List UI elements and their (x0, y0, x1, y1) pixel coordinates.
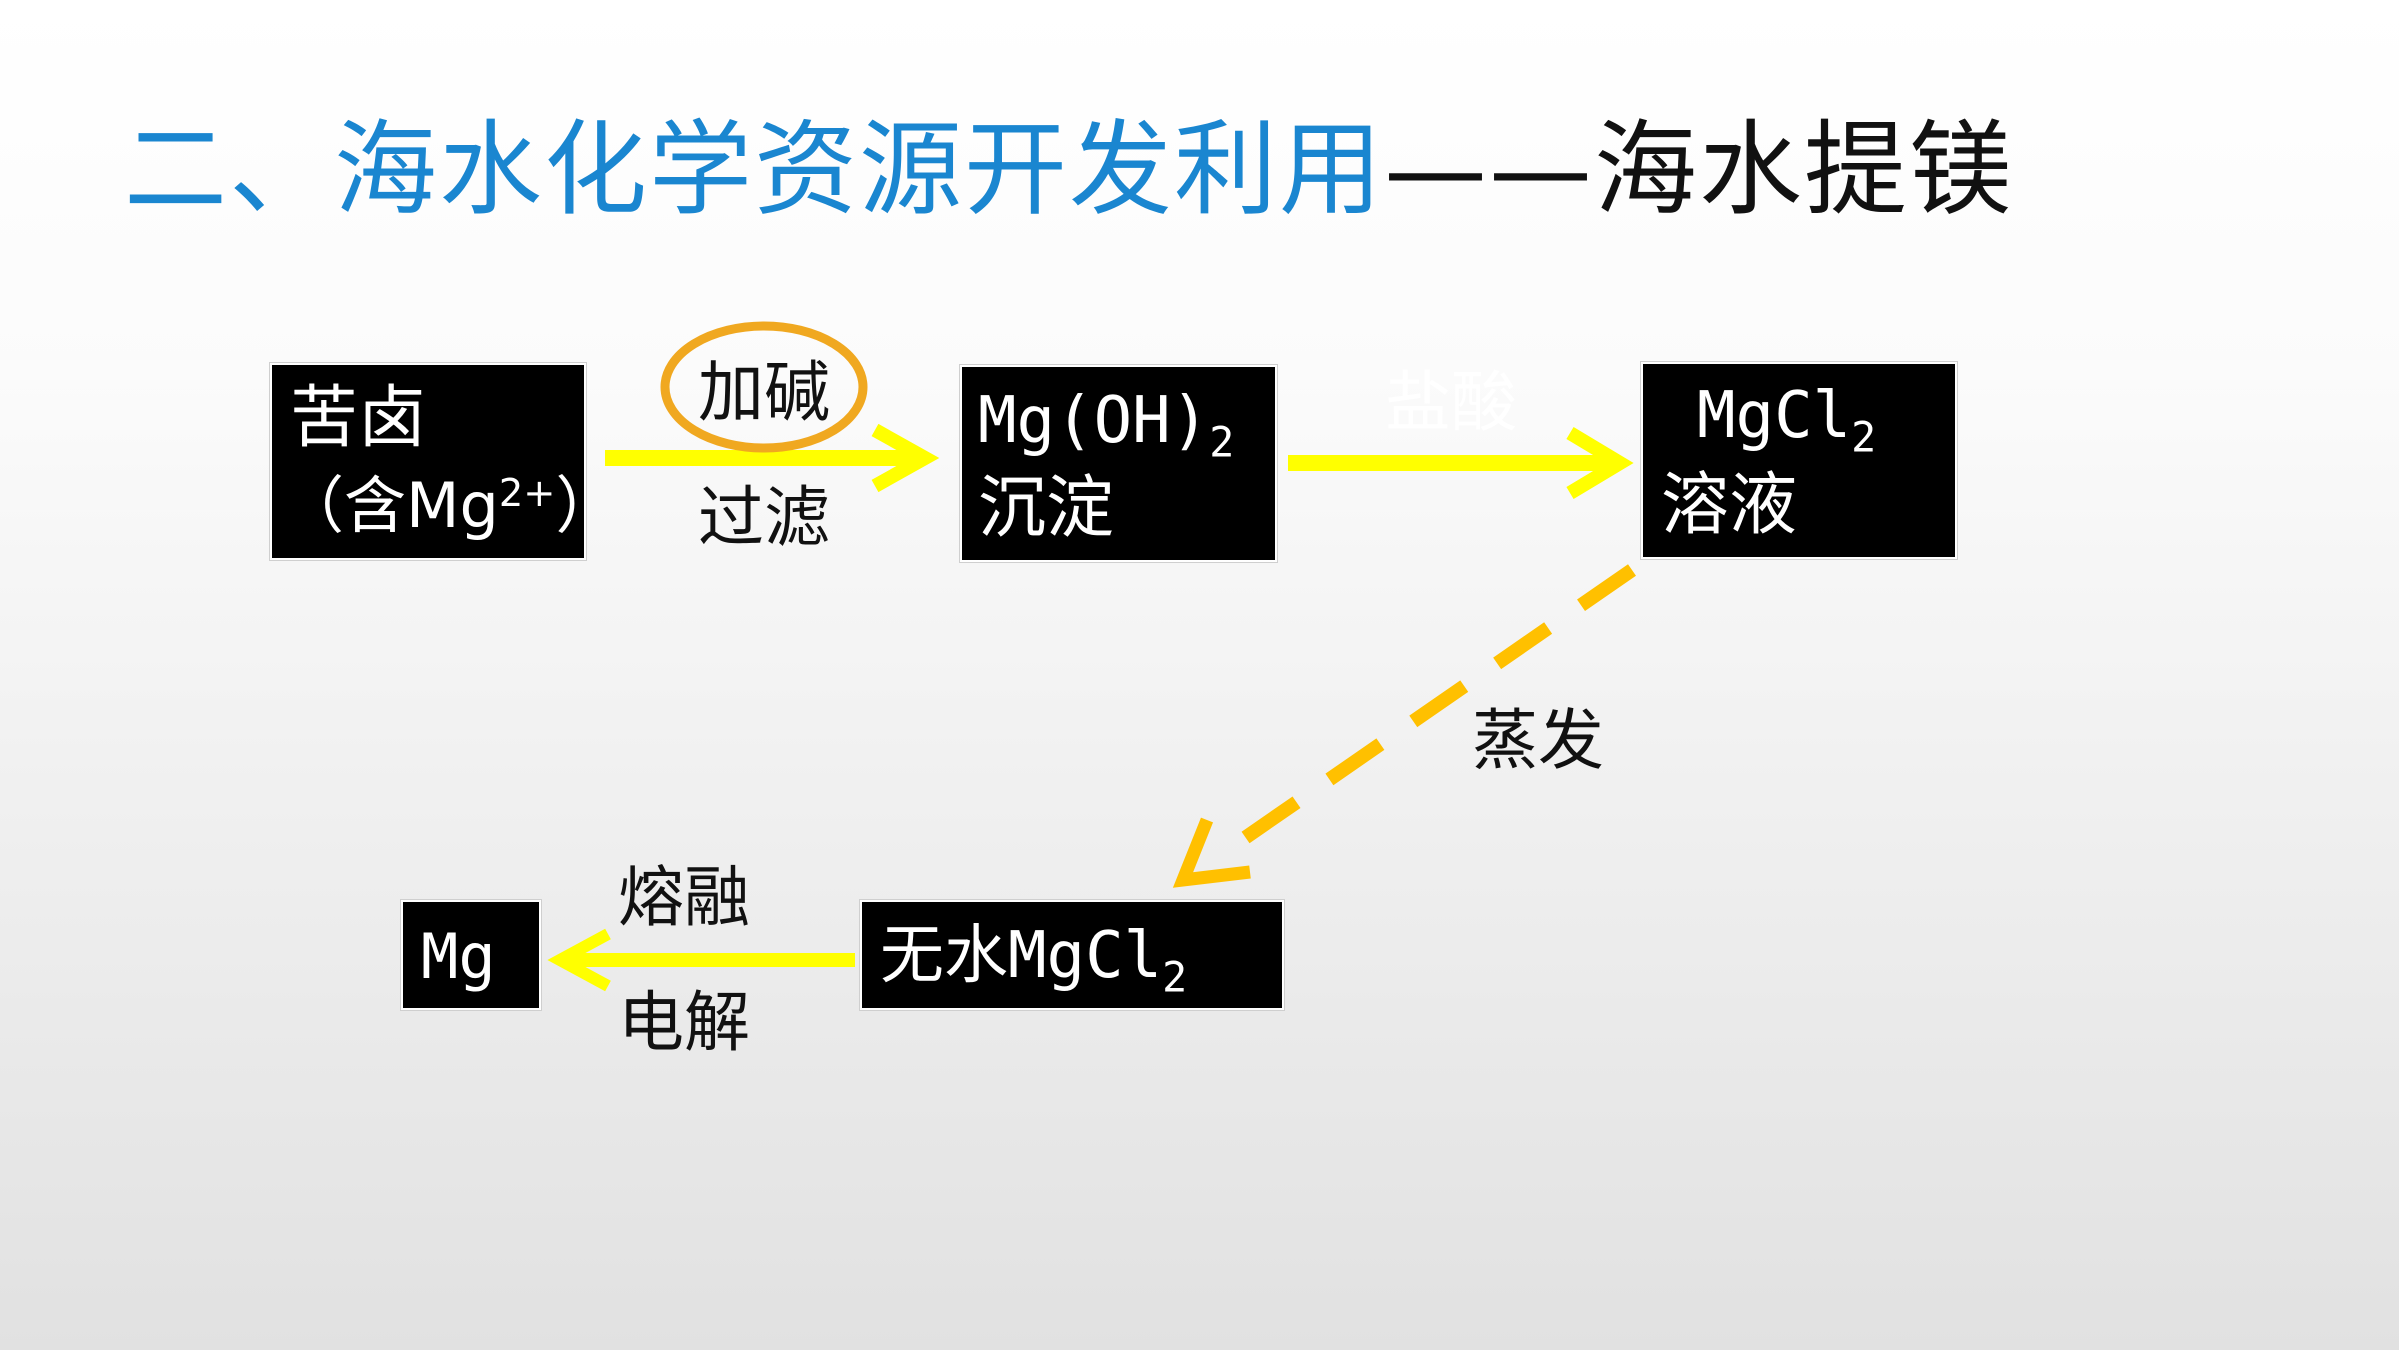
page-title: 二、海水化学资源开发利用——海水提镁 (124, 100, 2014, 240)
chloride-formula-sub: 2 (1851, 412, 1877, 462)
node-chloride-solution: MgCl2 溶液 (1640, 361, 1958, 560)
node-brine-name: 苦卤 (290, 379, 427, 458)
hydroxide-formula-sub: 2 (1209, 417, 1235, 467)
title-main: 二、海水化学资源开发利用 (124, 110, 1384, 230)
arrow-chloride-to-anhydrous (1172, 564, 1636, 888)
node-hydroxide: Mg(OH)2 沉淀 (959, 364, 1278, 563)
label-hydrochloric-acid: 盐酸 (1385, 364, 1517, 441)
node-brine-note: （含Mg2+） (282, 474, 618, 537)
arrow-brine-to-hydroxide (605, 423, 940, 493)
node-brine: 苦卤 （含Mg2+） (269, 362, 618, 561)
anhydrous-formula-sub: 2 (1162, 952, 1188, 1002)
node-anhydrous: 无水MgCl2 (859, 899, 1285, 1011)
node-hydroxide-state: 沉淀 (978, 469, 1115, 548)
brine-note-prefix: （含Mg (282, 469, 499, 543)
node-magnesium-label: Mg (421, 920, 496, 993)
chloride-formula-main: MgCl (1697, 379, 1852, 453)
hydroxide-formula-main: Mg(OH) (978, 384, 1210, 458)
label-add-base: 加碱 (698, 354, 830, 431)
node-magnesium: Mg (400, 899, 542, 1011)
node-hydroxide-formula: Mg(OH)2 (978, 389, 1234, 463)
node-anhydrous-label: 无水MgCl2 (880, 924, 1187, 998)
highlight-ring (660, 321, 868, 453)
node-chloride-formula: MgCl2 (1697, 384, 1876, 458)
title-topic: ——海水提镁 (1384, 110, 2014, 230)
brine-note-charge: 2+ (498, 471, 556, 516)
node-chloride-state: 溶液 (1661, 466, 1798, 545)
arrow-anhydrous-to-mg (547, 928, 855, 992)
label-filter: 过滤 (698, 479, 830, 556)
label-electrolysis: 电解 (618, 984, 750, 1061)
label-evaporate: 蒸发 (1472, 702, 1604, 779)
anhydrous-prefix: 无水 (880, 919, 1008, 993)
arrow-hydroxide-to-chloride (1288, 426, 1634, 500)
anhydrous-formula-main: MgCl (1008, 919, 1163, 993)
label-molten: 熔融 (618, 859, 750, 936)
brine-note-suffix: ） (555, 469, 618, 543)
